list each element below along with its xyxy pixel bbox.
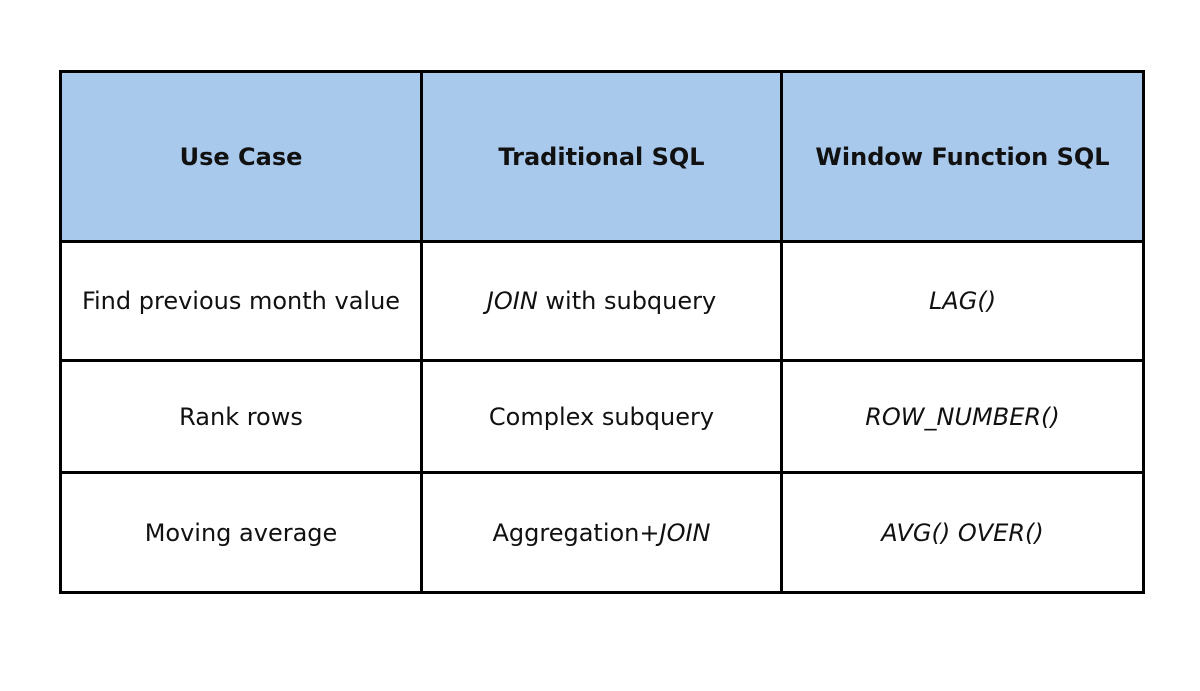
table-row: Find previous month value JOIN with subq…	[59, 240, 1145, 362]
table-row: Rank rows Complex subquery ROW_NUMBER()	[59, 359, 1145, 474]
header-use-case: Use Case	[59, 70, 423, 243]
sql-text: Aggregation+	[492, 518, 660, 547]
cell-traditional-sql: Aggregation+JOIN	[420, 471, 783, 594]
cell-traditional-sql: Complex subquery	[420, 359, 783, 474]
header-window-function-sql: Window Function SQL	[780, 70, 1145, 243]
cell-window-function-sql: LAG()	[780, 240, 1145, 362]
comparison-table: Use Case Traditional SQL Window Function…	[59, 70, 1145, 594]
cell-window-function-sql: ROW_NUMBER()	[780, 359, 1145, 474]
comparison-table-container: Use Case Traditional SQL Window Function…	[59, 70, 1145, 594]
sql-text: with subquery	[537, 287, 717, 315]
sql-keyword: JOIN	[486, 287, 538, 315]
header-traditional-sql: Traditional SQL	[420, 70, 783, 243]
cell-use-case: Rank rows	[59, 359, 423, 474]
cell-use-case: Find previous month value	[59, 240, 423, 362]
table-header-row: Use Case Traditional SQL Window Function…	[59, 70, 1145, 243]
sql-keyword: JOIN	[659, 518, 711, 547]
cell-traditional-sql: JOIN with subquery	[420, 240, 783, 362]
cell-use-case: Moving average	[59, 471, 423, 594]
cell-window-function-sql: AVG() OVER()	[780, 471, 1145, 594]
table-row: Moving average Aggregation+JOIN AVG() OV…	[59, 471, 1145, 594]
